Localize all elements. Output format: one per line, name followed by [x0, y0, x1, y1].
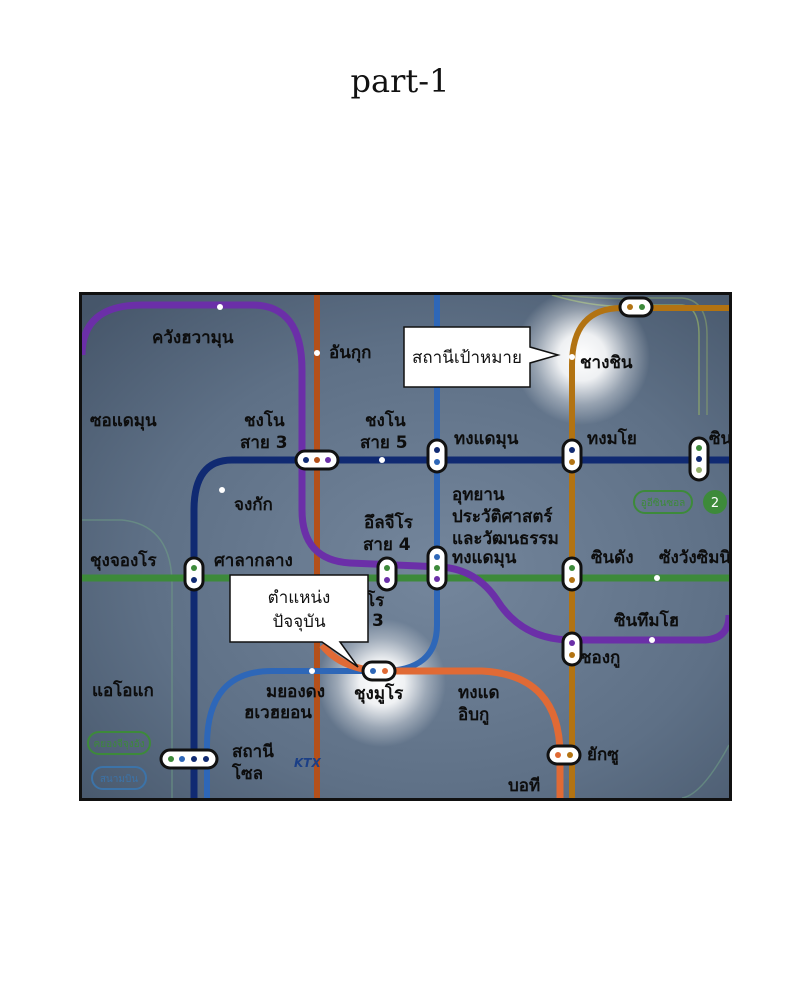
small-stations: [217, 304, 660, 674]
current-station-glow: [318, 619, 446, 747]
svg-text:คยองจีจุงอัง: คยองจีจุงอัง: [94, 738, 145, 750]
callout-current: ตำแหน่ง ปัจจุบัน: [229, 574, 369, 668]
callout-target: สถานีเป้าหมาย: [403, 326, 561, 388]
svg-text:2: 2: [711, 496, 719, 511]
label-dongdaemun: ทงแดมุน: [454, 429, 519, 449]
label-chungjeongno: ชุงจองโร: [90, 550, 157, 571]
label-euljiro-2: สาย 4: [363, 535, 411, 555]
label-partial-2: 3: [372, 611, 384, 631]
transfer-top[interactable]: [618, 296, 654, 318]
label-jonggak: จงกัก: [234, 495, 273, 515]
label-yaksu: ยักซู: [587, 745, 619, 766]
airport-badge: สนามบิน: [91, 766, 147, 790]
transfer-seoul[interactable]: [159, 748, 219, 770]
transfer-sindang[interactable]: [561, 556, 583, 592]
label-dongdae-1: ทงแด: [458, 683, 500, 703]
line-orange-bright: [319, 642, 564, 798]
label-seoul-2: โซล: [231, 763, 263, 784]
park-badge: คยองจีจุงอัง: [87, 731, 151, 755]
page-title: part-1: [350, 62, 450, 100]
label-euljiro-1: อึลจีโร: [364, 512, 414, 533]
label-seoul-1: สถานี: [232, 741, 274, 762]
label-sangwangsimni: ซังวังซิมนิ: [659, 548, 729, 568]
label-partial-1: โร: [365, 590, 385, 611]
label-myeongdong-1: มยองดง: [266, 682, 325, 702]
label-jongno5-2: สาย 5: [360, 433, 408, 453]
transfer-yaksu[interactable]: [546, 744, 582, 766]
transfer-chungmuro[interactable]: [361, 660, 397, 682]
label-changsin: ชางชิน: [580, 353, 633, 373]
label-myeongdong-2: ฮเวฮยอน: [244, 703, 312, 723]
label-dongdae-2: อิบกู: [458, 705, 489, 726]
line-4-blue: [204, 295, 440, 798]
label-city-hall: ศาลากลาง: [214, 551, 293, 571]
callout-current-line1: ตำแหน่ง: [268, 588, 331, 608]
label-anguk: อันกุก: [329, 343, 371, 363]
label-sin-edge: ซิน: [709, 429, 729, 449]
ktx-logo: KTX: [294, 756, 321, 770]
label-museum-2: ประวัติศาสตร์: [452, 506, 553, 527]
label-cheonggu: ชองกู: [580, 648, 620, 669]
label-dongmyo: ทงมโย: [587, 428, 637, 449]
label-sinsimno: ซินทึมโฮ: [614, 610, 679, 631]
label-jongno5-1: ชงโน: [365, 410, 406, 431]
svg-text:อูอีซินซอล: อูอีซินซอล: [641, 497, 686, 509]
line-1-navy: [190, 456, 729, 798]
transfer-euljiro4[interactable]: [376, 556, 398, 592]
transfer-dongmyo[interactable]: [561, 438, 583, 474]
station-labels: ควังฮวามุน อันกุก ซอแดมุน ชงโน สาย 3 ชงโ…: [90, 328, 729, 796]
label-chungmuro: ชุงมูโร: [354, 683, 404, 705]
subway-map: อูอีซินซอล 2 คยองจีจุงอัง สนามบิน KTX คว…: [79, 292, 732, 801]
callout-current-line2: ปัจจุบัน: [272, 612, 326, 632]
label-boti: บอที: [508, 775, 540, 796]
transfer-chungjeongno[interactable]: [183, 556, 205, 592]
callout-target-text: สถานีเป้าหมาย: [412, 348, 522, 368]
svg-text:สนามบิน: สนามบิน: [100, 774, 138, 785]
label-museum-3: และวัฒนธรรม: [452, 529, 559, 549]
transfer-stations: [159, 296, 710, 770]
label-museum-1: อุทยาน: [452, 485, 505, 505]
label-sodaemun: ซอแดมุน: [90, 411, 157, 431]
label-jongno3-1: ชงโน: [244, 410, 285, 431]
label-museum-4: ทงแดมุน: [452, 548, 517, 568]
transfer-cheonggu[interactable]: [561, 631, 583, 667]
euljiro-badge: อูอีซินซอล 2: [633, 490, 727, 514]
label-jongno3-2: สาย 3: [240, 433, 288, 453]
subway-map-svg: อูอีซินซอล 2 คยองจีจุงอัง สนามบิน KTX คว…: [82, 295, 729, 798]
transfer-dongdaemun[interactable]: [426, 438, 448, 474]
label-aeogae: แอโอแก: [92, 680, 154, 701]
label-sindang: ซินดัง: [591, 548, 634, 568]
target-station-glow: [514, 295, 650, 425]
label-kwang: ควังฮวามุน: [152, 328, 234, 348]
